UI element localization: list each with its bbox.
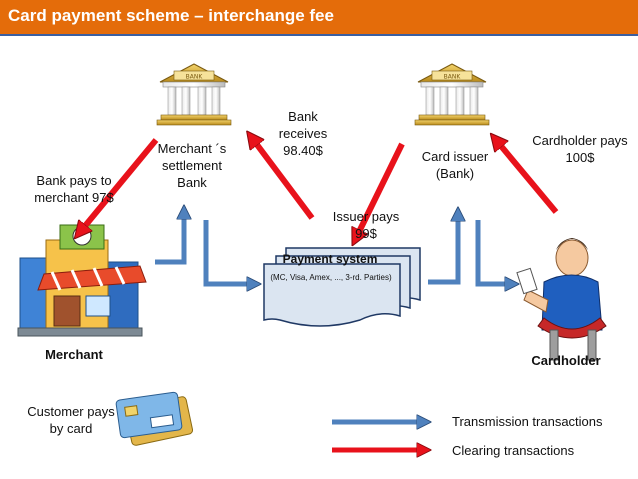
- transmission-arrow-to-payment-system: [203, 220, 254, 284]
- legend-clearing-label: Clearing transactions: [452, 443, 575, 458]
- credit-card-icon: [115, 391, 194, 446]
- issuer-pays-label: Issuer pays 99$: [332, 209, 400, 241]
- bank-icon: BANK: [414, 63, 490, 126]
- clearing-arrow-to-card-issuer: [496, 140, 559, 214]
- transmission-arrow-to-card-issuer: [428, 214, 458, 285]
- bank-sign-text: BANK: [186, 74, 204, 81]
- cardholder-label: Cardholder: [531, 353, 601, 368]
- merchant-shop-icon: [17, 224, 147, 337]
- payment-system-title: Payment system: [282, 252, 378, 266]
- clearing-arrow-to-merchant-bank: [252, 138, 315, 220]
- page-title: Card payment scheme – interchange fee: [8, 6, 334, 25]
- card-issuer-label: Card issuer (Bank): [421, 149, 489, 181]
- payment-system-stack: [263, 247, 421, 327]
- bank-sign-text: BANK: [444, 74, 462, 81]
- legend-transmission-label: Transmission transactions: [452, 414, 603, 429]
- bank-receives-label: Bank receives 98.40$: [278, 109, 328, 158]
- merchant-label: Merchant: [45, 347, 103, 362]
- customer-pays-card-label: Customer pays by card: [27, 404, 115, 436]
- bank-icon: BANK: [156, 63, 232, 126]
- cardholder-person-icon: [516, 238, 607, 361]
- bank-pays-merchant-label: Bank pays to merchant 97$: [34, 173, 114, 205]
- payment-system-detail: (MC, Visa, Amex, ..., 3-rd. Parties): [270, 273, 392, 282]
- clearing-arrow-bank-to-merchant: [80, 138, 159, 232]
- title-bar: Card payment scheme – interchange fee: [0, 0, 638, 36]
- transmission-arrow-to-cardholder: [475, 220, 512, 284]
- merchant-bank-label: Merchant ´s settlement Bank: [157, 141, 227, 190]
- cardholder-pays-label: Cardholder pays 100$: [532, 133, 628, 165]
- transmission-arrow-to-merchant-bank: [155, 212, 184, 265]
- clearing-arrow-to-payment-system: [356, 142, 405, 238]
